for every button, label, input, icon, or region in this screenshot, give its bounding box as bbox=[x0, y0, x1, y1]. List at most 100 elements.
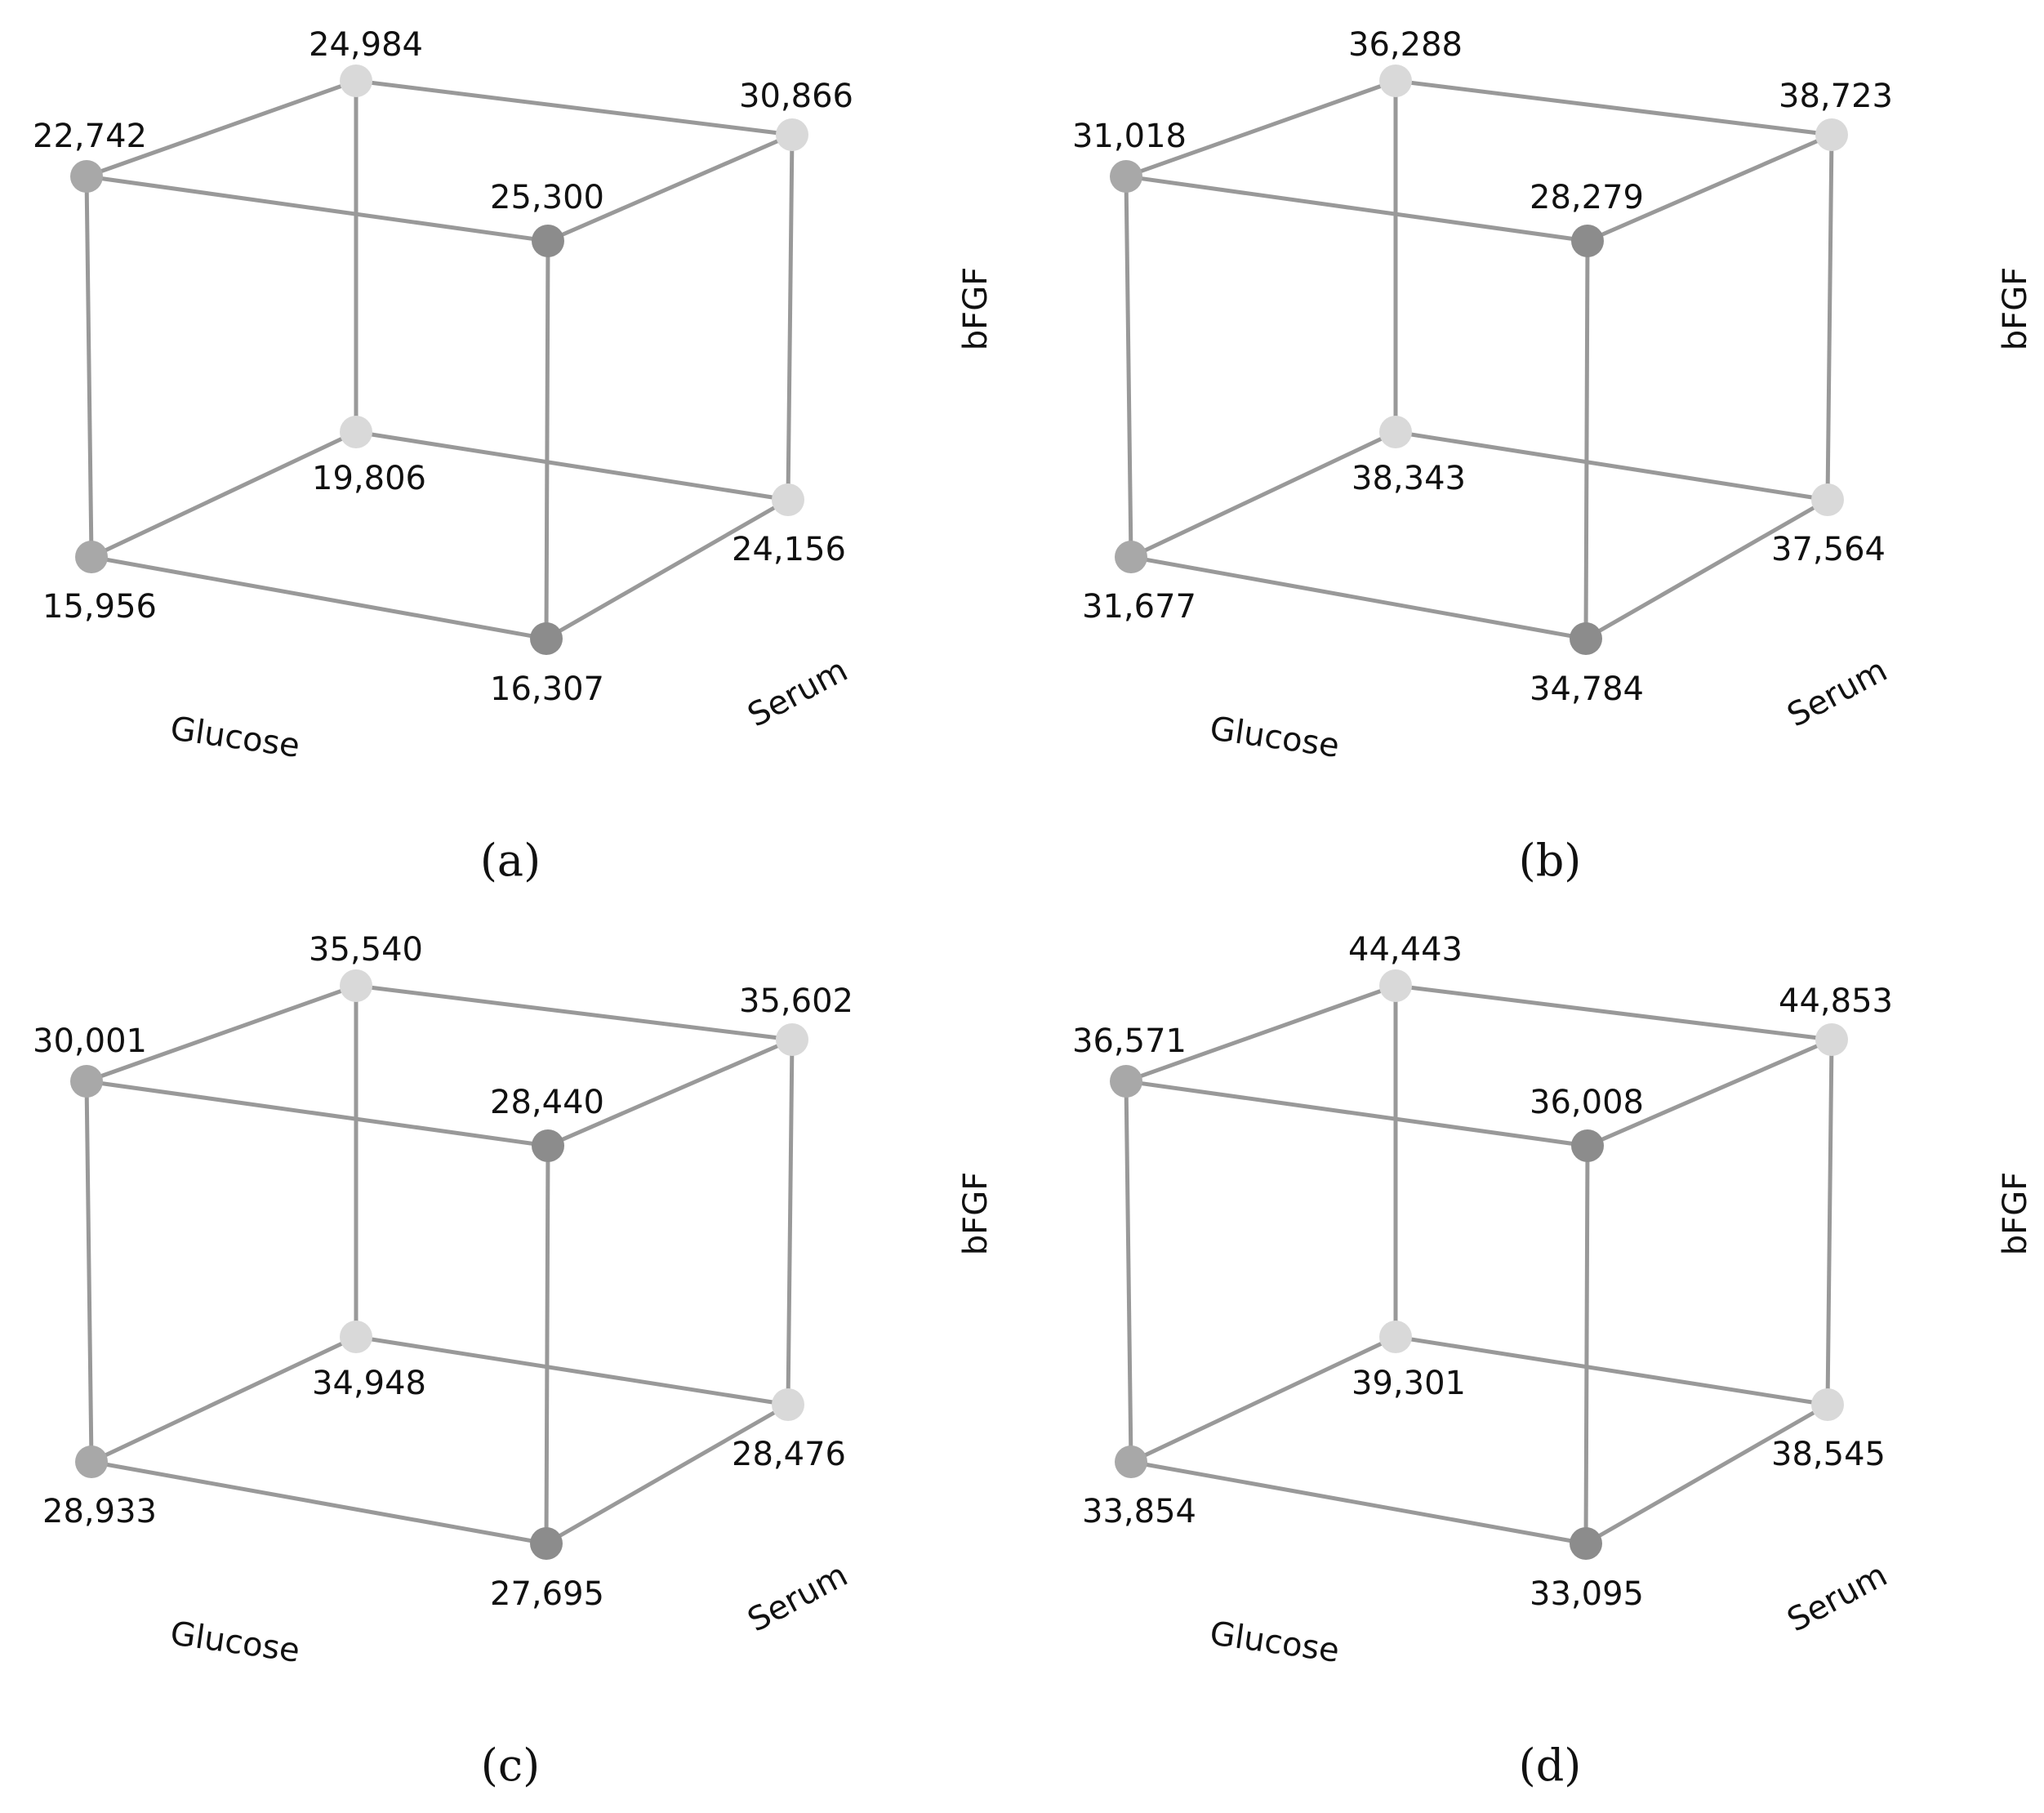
node-value-top-back: 36,288 bbox=[1348, 26, 1463, 64]
cube-edge bbox=[354, 430, 790, 502]
panel-caption: (a) bbox=[480, 835, 541, 886]
cube-node-bottom-front bbox=[1570, 1527, 1602, 1560]
cube-node-top-front bbox=[532, 1129, 564, 1162]
node-value-top-right: 38,723 bbox=[1779, 78, 1893, 115]
cube-edge bbox=[1825, 132, 1834, 502]
cube-edge bbox=[1583, 497, 1830, 641]
cube-panel: 30,00135,54035,60228,44028,93334,94828,4… bbox=[33, 931, 995, 1791]
axis-label-bfgf: bFGF bbox=[1997, 267, 2034, 350]
cube-edge bbox=[84, 1079, 550, 1148]
cube-edge bbox=[1124, 174, 1133, 559]
cube-node-bottom-left bbox=[75, 541, 108, 573]
node-value-top-front: 28,279 bbox=[1530, 179, 1644, 216]
cube-edge bbox=[1583, 1402, 1830, 1546]
cube-node-bottom-back bbox=[340, 416, 372, 448]
node-value-bottom-right: 28,476 bbox=[732, 1436, 846, 1473]
cube-edge bbox=[544, 1402, 790, 1546]
node-value-top-right: 35,602 bbox=[739, 982, 853, 1020]
cube-node-bottom-left bbox=[1115, 541, 1147, 573]
cube-node-top-left bbox=[70, 1065, 103, 1098]
node-value-bottom-back: 39,301 bbox=[1352, 1365, 1466, 1402]
cube-edge bbox=[1393, 983, 1834, 1042]
cube-node-top-back bbox=[340, 65, 372, 97]
cube-node-bottom-right bbox=[772, 1388, 804, 1421]
axis-label-bfgf: bFGF bbox=[957, 1172, 995, 1255]
axis-label-glucose: Glucose bbox=[168, 710, 302, 765]
node-value-top-left: 22,742 bbox=[33, 118, 147, 155]
cube-node-bottom-back bbox=[1379, 416, 1412, 448]
cube-edge bbox=[89, 1334, 358, 1464]
axis-label-glucose: Glucose bbox=[168, 1615, 302, 1670]
node-value-bottom-back: 19,806 bbox=[312, 460, 426, 497]
node-value-top-front: 36,008 bbox=[1530, 1084, 1644, 1121]
cube-node-top-front bbox=[532, 225, 564, 257]
cube-edge bbox=[89, 430, 358, 559]
cube-edge bbox=[546, 1037, 795, 1148]
node-value-bottom-left: 33,854 bbox=[1082, 1493, 1196, 1530]
cube-node-bottom-front bbox=[530, 1527, 563, 1560]
cube-edge bbox=[1393, 78, 1834, 137]
cube-edge bbox=[1124, 983, 1398, 1084]
node-value-bottom-left: 31,677 bbox=[1082, 588, 1196, 626]
cube-edge bbox=[1825, 1037, 1834, 1407]
node-value-top-back: 35,540 bbox=[309, 931, 423, 969]
cube-node-bottom-front bbox=[1570, 622, 1602, 655]
cube-node-bottom-left bbox=[75, 1446, 108, 1478]
cube-edge bbox=[1124, 1079, 1133, 1464]
node-value-bottom-front: 16,307 bbox=[490, 670, 604, 708]
node-value-bottom-left: 15,956 bbox=[42, 588, 157, 626]
cube-edge bbox=[1124, 78, 1398, 179]
cube-edge bbox=[546, 132, 795, 243]
cube-edge bbox=[1583, 238, 1590, 641]
cube-edge bbox=[1124, 1079, 1590, 1148]
axis-label-serum: Serum bbox=[1781, 1557, 1893, 1640]
node-value-top-back: 24,984 bbox=[309, 26, 423, 64]
axis-label-serum: Serum bbox=[741, 1557, 853, 1640]
cube-edge bbox=[354, 78, 795, 137]
node-value-top-right: 30,866 bbox=[739, 78, 853, 115]
cube-node-top-front bbox=[1571, 225, 1604, 257]
node-value-bottom-back: 34,948 bbox=[312, 1365, 426, 1402]
axis-label-glucose: Glucose bbox=[1208, 710, 1342, 765]
cube-edge bbox=[1129, 1334, 1398, 1464]
cube-panel: 36,57144,44344,85336,00833,85439,30138,5… bbox=[1072, 931, 2034, 1791]
cube-edge bbox=[1393, 1334, 1830, 1407]
node-value-top-left: 36,571 bbox=[1072, 1022, 1187, 1060]
cube-panel: 31,01836,28838,72328,27931,67738,34337,5… bbox=[1072, 26, 2034, 886]
cube-node-bottom-right bbox=[772, 483, 804, 516]
cube-node-top-right bbox=[776, 118, 808, 151]
node-value-bottom-right: 24,156 bbox=[732, 531, 846, 568]
cube-edge bbox=[84, 174, 550, 243]
node-value-bottom-front: 33,095 bbox=[1530, 1575, 1644, 1613]
cube-node-top-right bbox=[1815, 1023, 1848, 1056]
axis-label-bfgf: bFGF bbox=[1997, 1172, 2034, 1255]
cube-node-bottom-back bbox=[1379, 1321, 1412, 1353]
cube-node-bottom-front bbox=[530, 622, 563, 655]
cube-edge bbox=[1129, 1459, 1588, 1546]
cube-edge bbox=[1129, 555, 1588, 641]
axis-label-serum: Serum bbox=[741, 652, 853, 735]
cube-edge bbox=[354, 1334, 790, 1407]
cube-edge bbox=[786, 132, 795, 502]
axis-label-glucose: Glucose bbox=[1208, 1615, 1342, 1670]
cube-edge bbox=[89, 1459, 549, 1546]
cube-node-bottom-back bbox=[340, 1321, 372, 1353]
cube-node-top-front bbox=[1571, 1129, 1604, 1162]
cube-node-top-right bbox=[1815, 118, 1848, 151]
axis-label-bfgf: bFGF bbox=[957, 267, 995, 350]
cube-node-top-left bbox=[1110, 160, 1142, 193]
cube-node-bottom-right bbox=[1811, 1388, 1844, 1421]
node-value-bottom-front: 34,784 bbox=[1530, 670, 1644, 708]
cube-edge bbox=[1585, 132, 1834, 243]
cube-edge bbox=[544, 238, 550, 641]
node-value-bottom-left: 28,933 bbox=[42, 1493, 157, 1530]
cube-node-bottom-left bbox=[1115, 1446, 1147, 1478]
cube-edge bbox=[84, 983, 358, 1084]
cube-edge bbox=[354, 983, 795, 1042]
cube-node-top-left bbox=[70, 160, 103, 193]
node-value-top-front: 28,440 bbox=[490, 1084, 604, 1121]
cube-edge bbox=[1393, 430, 1830, 502]
node-value-bottom-front: 27,695 bbox=[490, 1575, 604, 1613]
cube-edge bbox=[786, 1037, 795, 1407]
cube-edge bbox=[1129, 430, 1398, 559]
